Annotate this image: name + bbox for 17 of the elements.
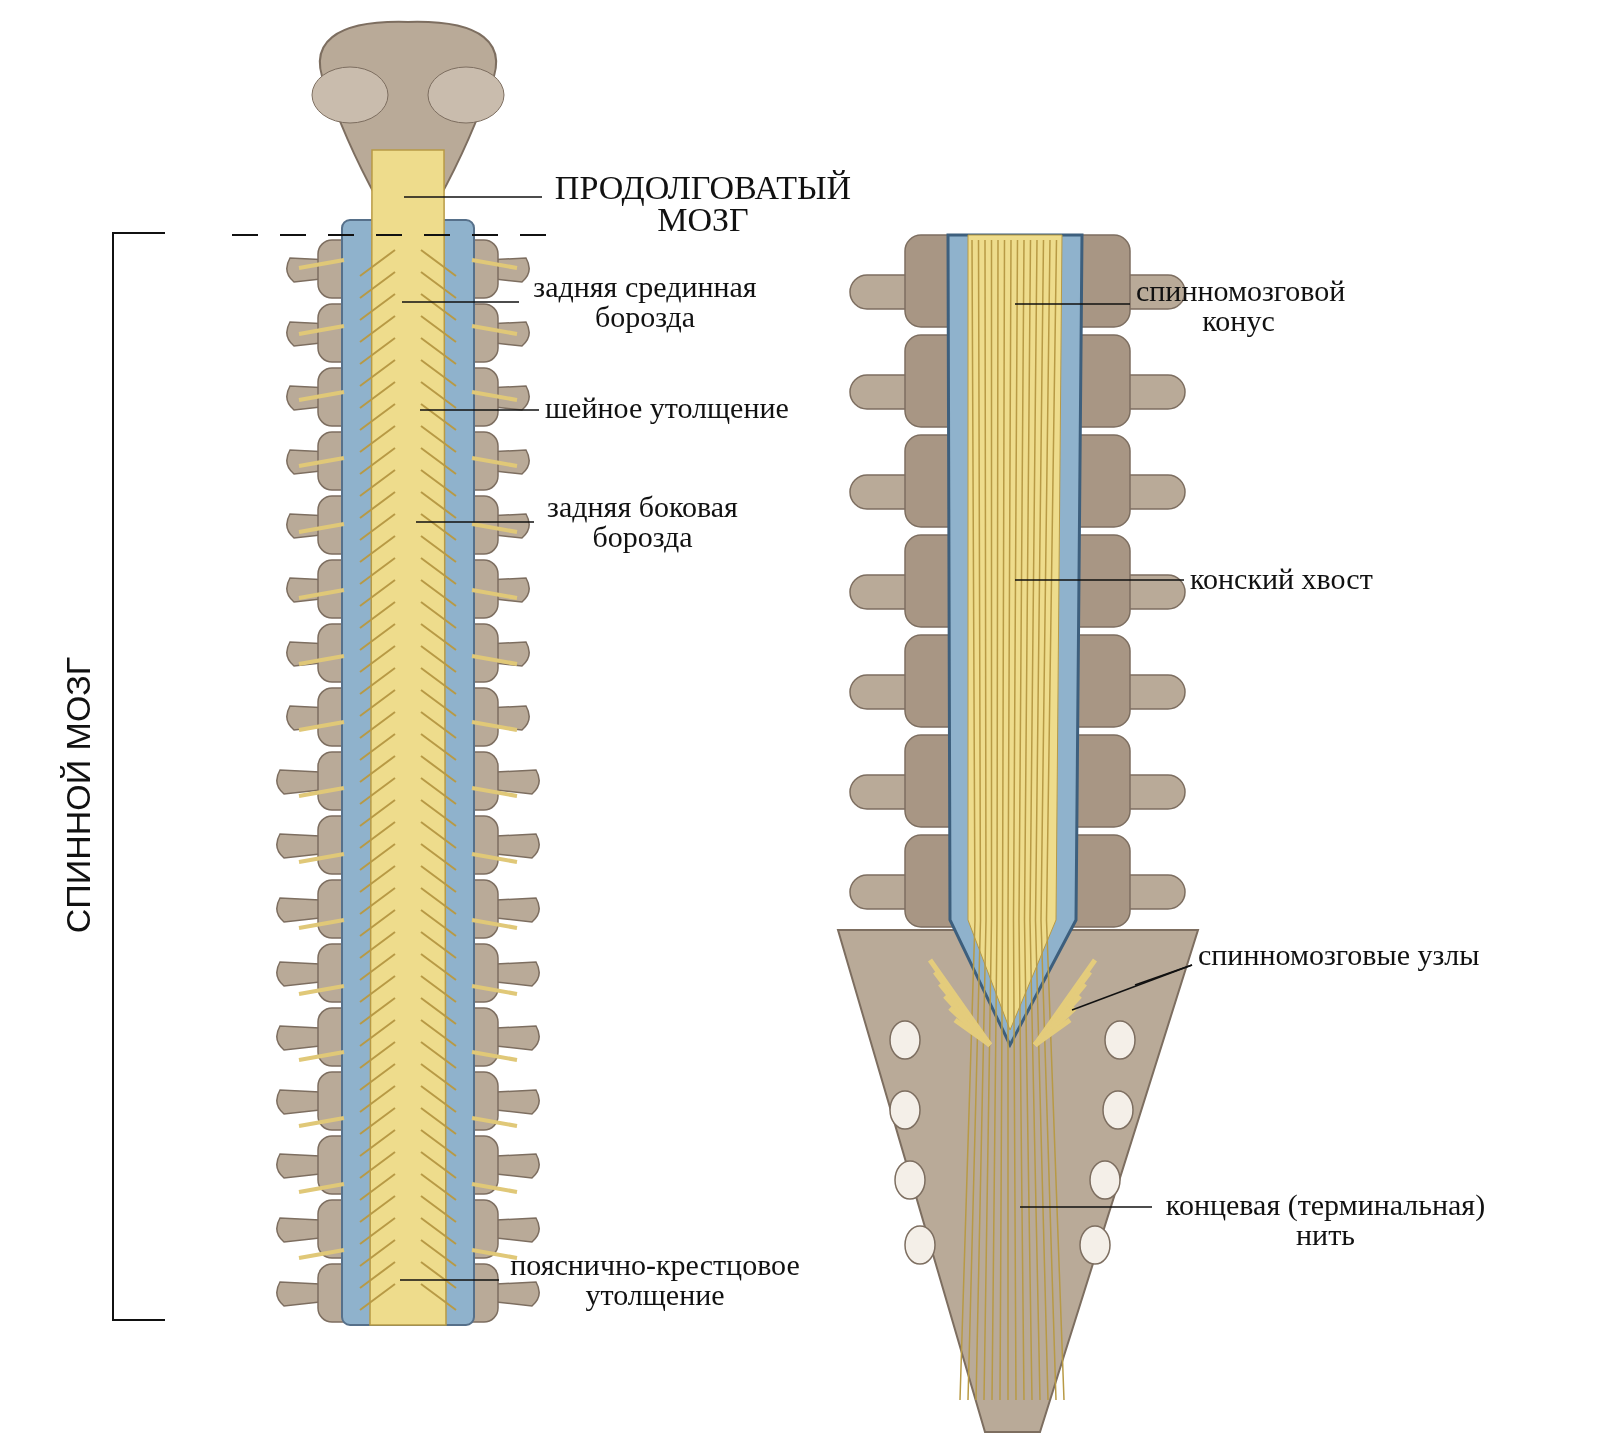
leader-line: [401, 301, 520, 303]
anatomy-label: шейное утолщение: [545, 393, 789, 423]
leader-line: [419, 409, 540, 411]
leader-line: [1019, 1206, 1153, 1208]
leader-line: [415, 521, 535, 523]
anatomy-label: концевая (терминальная) нить: [1158, 1190, 1493, 1250]
leader-line: [1071, 964, 1193, 1011]
anatomy-label: задняя боковая борозда: [540, 492, 745, 552]
leader-line: [399, 1279, 500, 1281]
leader-line: [403, 196, 543, 198]
anatomy-label: ПРОДОЛГОВАТЫЙ МОЗГ: [548, 172, 858, 236]
anatomy-label: конский хвост: [1190, 564, 1373, 594]
leader-line: [1014, 303, 1131, 305]
region-label: СПИННОЙ МОЗГ: [60, 656, 96, 934]
anatomy-label: пояснично-крестцовое утолщение: [505, 1250, 805, 1310]
anatomy-label: спинномозговые узлы: [1198, 940, 1480, 970]
anatomy-label: задняя срединная борозда: [525, 272, 765, 332]
